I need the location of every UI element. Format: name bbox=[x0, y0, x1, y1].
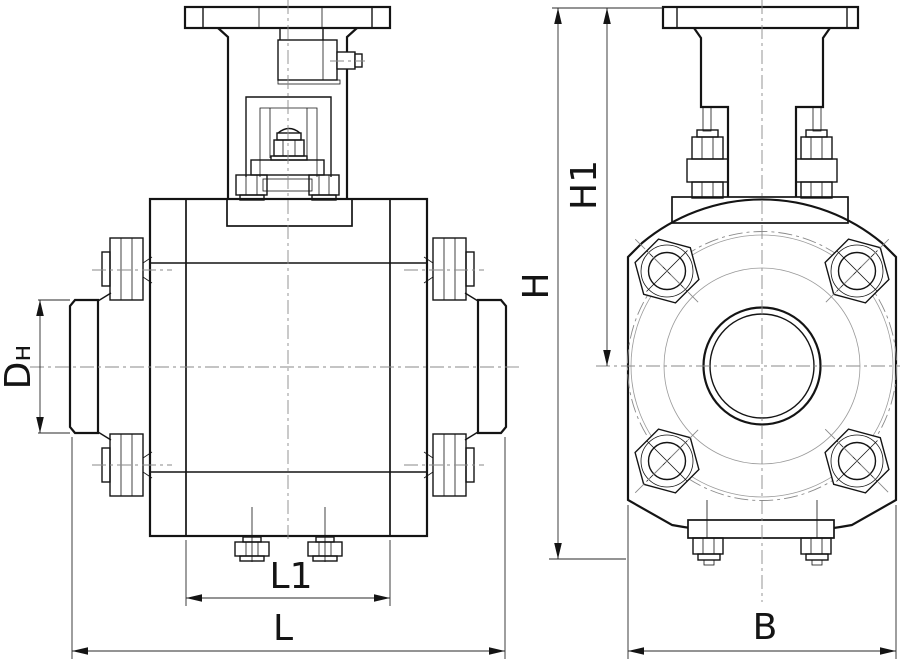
side-top-flange bbox=[661, 5, 860, 197]
front-pipe-stubs bbox=[68, 292, 508, 441]
front-view bbox=[68, 5, 508, 562]
dim-label-h: H bbox=[516, 272, 557, 300]
front-bracket-column bbox=[217, 27, 358, 198]
side-bracket-studs bbox=[686, 106, 838, 199]
dimension-annotations bbox=[36, 7, 897, 659]
dim-label-l: L bbox=[272, 608, 294, 649]
front-switch-box bbox=[277, 39, 363, 85]
front-valve-body bbox=[148, 197, 429, 538]
front-gland-nuts bbox=[235, 174, 340, 201]
side-flange-bolts bbox=[634, 238, 890, 494]
dim-label-b: B bbox=[752, 607, 778, 648]
front-bottom-bolts bbox=[234, 507, 343, 562]
dim-label-h1: H1 bbox=[564, 160, 605, 210]
centerlines bbox=[30, 0, 900, 602]
side-bottom-bracket bbox=[687, 500, 835, 566]
dim-label-dn: Dн bbox=[0, 344, 39, 390]
front-stem-assembly bbox=[245, 96, 332, 177]
dim-label-l1: L1 bbox=[269, 556, 313, 597]
front-top-flange bbox=[183, 5, 392, 30]
